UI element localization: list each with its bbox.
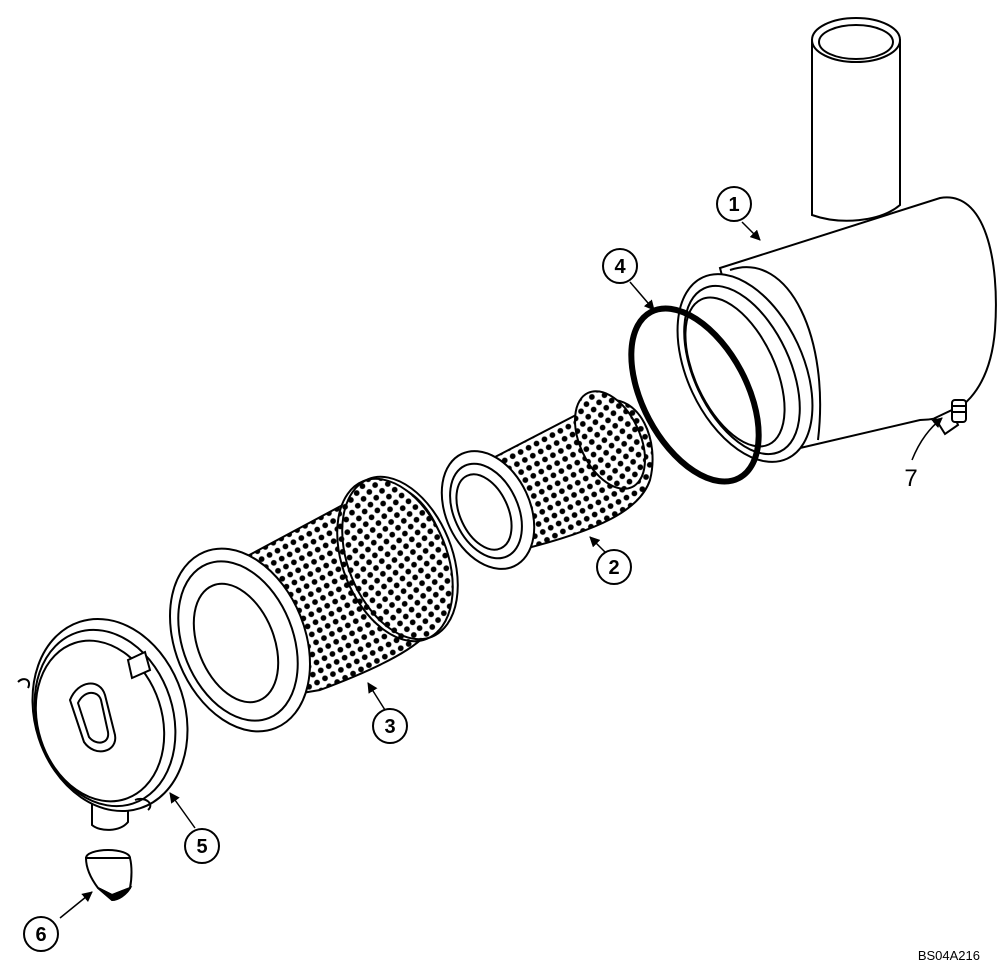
leader-6 — [59, 891, 93, 919]
callout-label: 5 — [196, 836, 207, 858]
callout-7: 7 — [904, 465, 917, 492]
leader-4 — [629, 281, 655, 311]
callout-3: 3 — [372, 708, 408, 744]
callout-2: 2 — [596, 549, 632, 585]
leader-5 — [169, 792, 196, 829]
callout-label: 3 — [384, 716, 395, 738]
leader-1 — [741, 221, 761, 241]
callout-label: 7 — [904, 465, 917, 492]
leader-2 — [589, 536, 607, 554]
leader-7 — [911, 417, 943, 461]
leader-3 — [367, 682, 386, 711]
air-cleaner-housing — [676, 17, 997, 463]
callout-label: 6 — [35, 924, 46, 946]
callout-1: 1 — [716, 186, 752, 222]
callout-5: 5 — [184, 828, 220, 864]
elbow-fitting — [933, 399, 967, 436]
dust-valve — [84, 849, 133, 902]
inner-safety-filter — [440, 390, 654, 570]
callout-6: 6 — [23, 916, 59, 952]
callout-label: 4 — [614, 256, 626, 278]
reference-code: BS04A216 — [918, 948, 980, 963]
callout-4: 4 — [602, 248, 638, 284]
callout-label: 2 — [608, 557, 619, 579]
outer-primary-filter — [169, 475, 459, 733]
o-ring-seal — [628, 305, 762, 485]
callout-label: 1 — [728, 194, 739, 216]
leader-lines — [59, 221, 943, 919]
end-cover — [17, 617, 189, 831]
